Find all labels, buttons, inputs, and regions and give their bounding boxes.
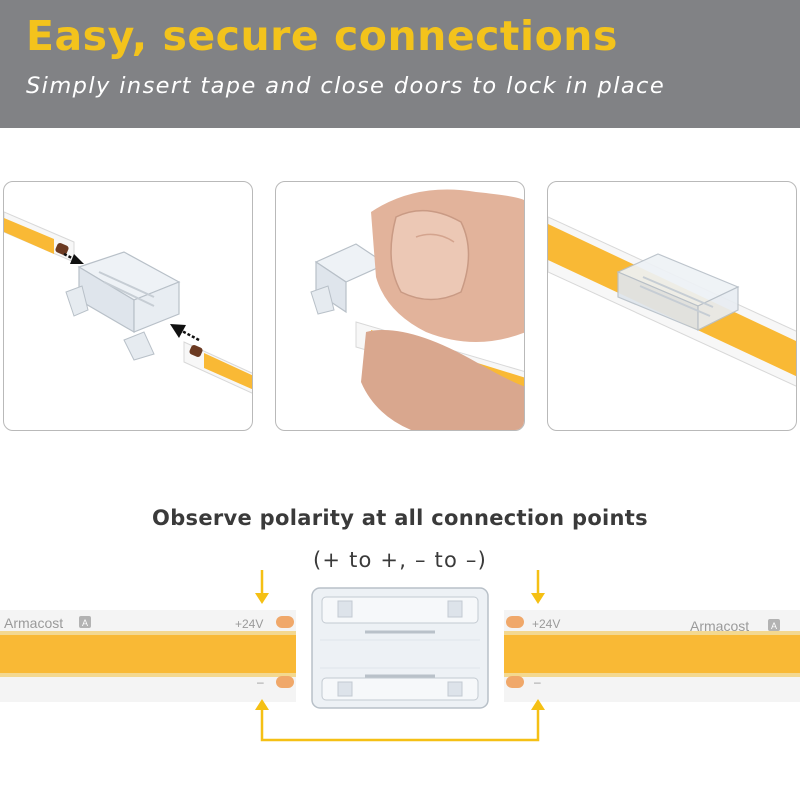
- arrow-down-icon: [531, 593, 545, 604]
- page-subtitle: Simply insert tape and close doors to lo…: [26, 73, 666, 99]
- close-doors-illustration: [310, 189, 524, 430]
- step-locked-panel: [547, 181, 797, 431]
- step-close-doors-panel: [275, 181, 525, 431]
- page-title: Easy, secure connections: [26, 12, 618, 60]
- left-brand-label: Armacost: [4, 615, 63, 631]
- left-negative-pad: [276, 676, 294, 688]
- header-banner: Easy, secure connections Simply insert t…: [0, 0, 800, 128]
- right-negative-label: –: [534, 675, 541, 689]
- right-negative-pad: [506, 676, 524, 688]
- brand-logo-icon: [79, 616, 91, 628]
- polarity-diagram: Armacost A +24V – Armacost A +24V –: [0, 570, 800, 742]
- polarity-rule: (+ to +, – to –): [313, 548, 487, 572]
- right-brand-label: Armacost: [690, 618, 749, 634]
- insert-tape-illustration: [4, 211, 252, 394]
- arrow-down-icon: [255, 593, 269, 604]
- left-negative-label: –: [257, 675, 264, 689]
- svg-text:A: A: [82, 618, 88, 628]
- right-positive-label: +24V: [532, 617, 560, 631]
- polarity-heading: Observe polarity at all connection point…: [152, 506, 648, 530]
- arrow-up-icon: [255, 699, 269, 710]
- step-insert-panel: [3, 181, 253, 431]
- right-positive-pad: [506, 616, 524, 628]
- negative-polarity-arrow: [260, 708, 540, 742]
- left-led-strip: [0, 635, 296, 673]
- svg-text:A: A: [771, 621, 777, 631]
- locked-connection-illustration: [548, 216, 796, 387]
- left-positive-label: +24V: [235, 617, 263, 631]
- left-positive-pad: [276, 616, 294, 628]
- connector-clip: [311, 587, 489, 709]
- right-led-strip: [504, 635, 800, 673]
- positive-polarity-arrow: [260, 570, 540, 595]
- arrow-up-icon: [531, 699, 545, 710]
- brand-logo-icon: [768, 619, 780, 631]
